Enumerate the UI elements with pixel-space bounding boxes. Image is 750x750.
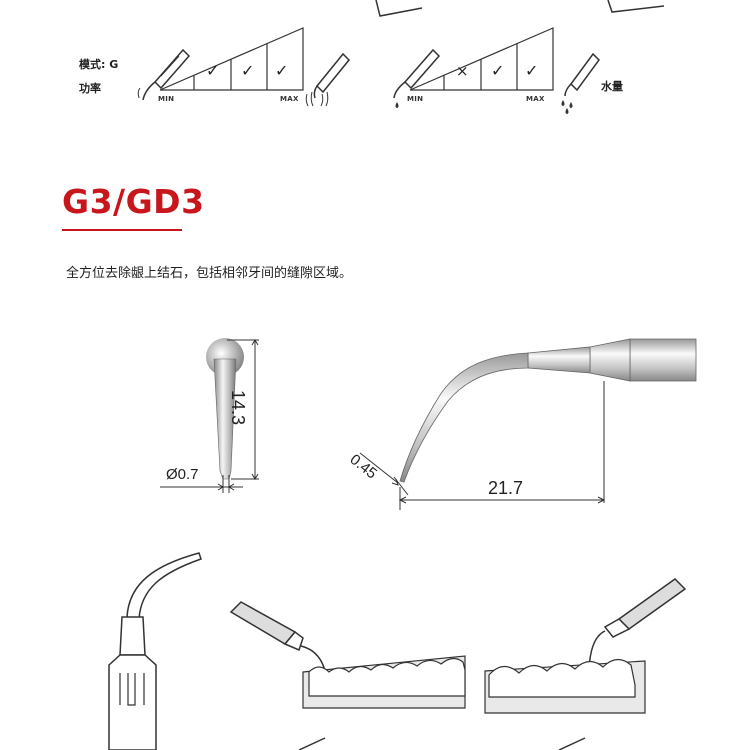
bottom-crop-remnant-left: [298, 737, 326, 750]
tip-front-view-drawing: [160, 338, 259, 493]
tip-side-view-drawing: [359, 338, 697, 510]
product-model-title: G3/GD3: [62, 182, 205, 221]
top-crop-remnant-left: [375, 0, 423, 17]
scaler-handpiece-icon-water-right: [561, 52, 600, 114]
reach-dimension-label: 21.7: [488, 478, 524, 498]
power-check-2: ✓: [241, 61, 255, 80]
title-underline: [62, 229, 182, 231]
scaler-handpiece-icon-right: [305, 52, 351, 107]
scaler-tip-illustration: [108, 552, 202, 750]
scaler-handpiece-icon-water-left: [393, 48, 441, 108]
water-label: 水量: [601, 80, 623, 93]
power-label: 功率: [79, 82, 101, 95]
water-max-label: MAX: [526, 95, 545, 103]
water-check-3: ✓: [525, 61, 539, 80]
power-check-1: ✓: [206, 61, 220, 80]
top-crop-remnant-right: [607, 0, 665, 13]
mode-label: 模式: G: [79, 58, 119, 71]
length-dimension-label: 14.3: [228, 390, 248, 426]
water-scale-icon: [393, 27, 600, 114]
bottom-crop-remnant-right: [558, 737, 586, 750]
water-min-label: MIN: [407, 95, 424, 103]
power-min-label: MIN: [158, 95, 175, 103]
diameter-dimension-label: Ø0.7: [166, 466, 199, 483]
power-check-3: ✓: [275, 61, 289, 80]
scaling-front-teeth-illustration: [229, 601, 466, 709]
scaling-back-teeth-illustration: [484, 578, 687, 714]
scaler-handpiece-icon-left: [137, 48, 191, 101]
power-scale-icon: [137, 27, 351, 107]
product-description: 全方位去除龈上结石，包括相邻牙间的缝隙区域。: [66, 266, 353, 281]
water-cross-1: ×: [456, 62, 469, 80]
power-max-label: MAX: [280, 95, 299, 103]
water-check-2: ✓: [491, 61, 505, 80]
